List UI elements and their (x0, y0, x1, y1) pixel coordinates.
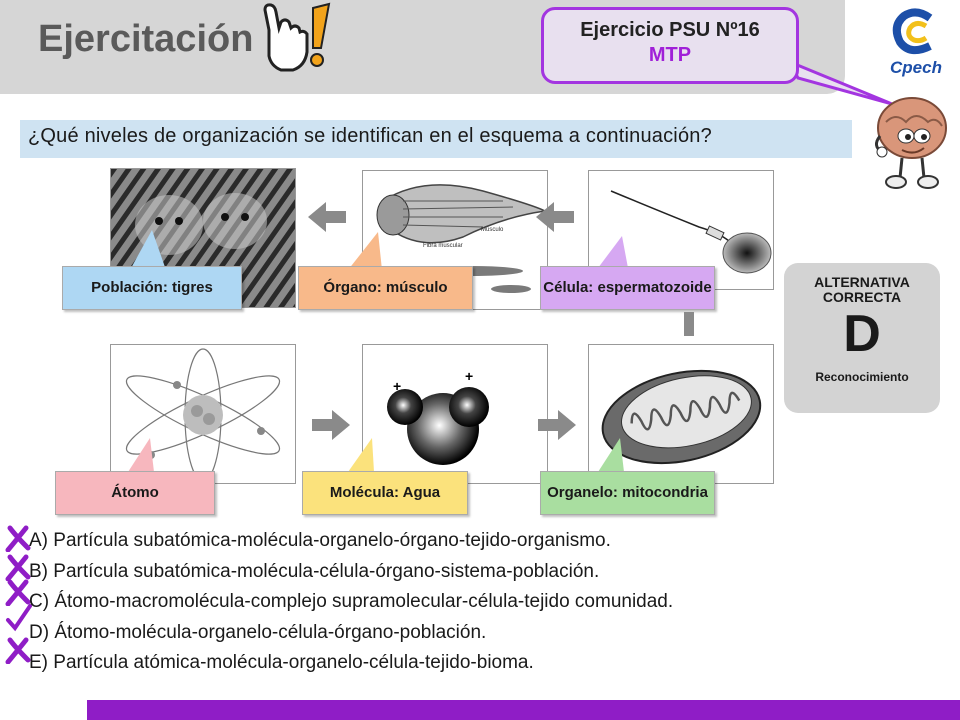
label-population: Población: tigres (62, 266, 242, 310)
option-a[interactable]: A) Partícula subatómica-molécula-organel… (29, 530, 611, 551)
label-tail-sperm (598, 236, 628, 268)
arrow-right-icon (538, 410, 576, 440)
pointing-hand-exclamation-icon (263, 2, 331, 72)
atom-illustration (125, 348, 281, 482)
label-tail-mitochondria (598, 438, 624, 472)
logo-text: Cpech (890, 58, 942, 77)
frame-water: + + (362, 344, 548, 484)
exercise-bubble: Ejercicio PSU Nº16 MTP (541, 7, 799, 84)
sperm-cell-illustration (610, 190, 772, 274)
option-c[interactable]: C) Átomo-macromolécula-complejo supramol… (29, 591, 674, 612)
logo-mark-icon (892, 8, 933, 55)
page-title: Ejercitación (38, 18, 254, 60)
option-b[interactable]: B) Partícula subatómica-molécula-célula-… (29, 560, 600, 582)
exercise-code: MTP (648, 44, 692, 66)
arrow-left-icon (308, 202, 346, 232)
answer-card: ALTERNATIVA CORRECTA D Reconocimiento (784, 263, 940, 413)
label-tail-atom (128, 438, 154, 472)
label-cell: Célula: espermatozoide (540, 266, 715, 310)
options-list: A) Partícula subatómica-molécula-organel… (29, 526, 673, 679)
label-organ: Órgano: músculo (298, 266, 473, 310)
arrow-up-connector (684, 312, 694, 336)
charge-plus: + (393, 378, 401, 394)
option-d[interactable]: D) Átomo-molécula-organelo-célula-órgano… (29, 621, 487, 643)
option-e[interactable]: E) Partícula atómica-molécula-organelo-c… (29, 652, 534, 673)
question-box: ¿Qué niveles de organización se identifi… (20, 120, 852, 158)
label-molecule: Molécula: Agua (302, 471, 468, 515)
wrong-mark-icon (5, 525, 31, 552)
exercise-number: Ejercicio PSU Nº16 (580, 19, 760, 41)
charge-plus: + (465, 368, 473, 384)
label-atom: Átomo (55, 471, 215, 515)
arrow-left-icon (536, 202, 574, 232)
wrong-mark-icon (5, 637, 31, 664)
answer-letter: D (843, 304, 881, 363)
arrow-right-icon (312, 410, 350, 440)
mitochondria-illustration (601, 369, 762, 465)
question-text: ¿Qué niveles de organización se identifi… (28, 125, 712, 147)
label-tail-tigers (130, 230, 166, 270)
answer-skill: Reconocimiento (815, 369, 909, 384)
muscle-tag-1: Músculo (481, 227, 504, 233)
label-tail-water (348, 438, 374, 472)
muscle-tag-2: Fibra muscular (423, 243, 463, 249)
label-tail-muscle (348, 232, 382, 270)
footer-bar (87, 700, 960, 720)
brain-mascot-icon (875, 97, 947, 189)
water-molecule-illustration: + + (387, 368, 489, 465)
answer-heading: ALTERNATIVA CORRECTA (814, 274, 910, 306)
wrong-mark-icon (5, 579, 31, 606)
label-organelle: Organelo: mitocondria (540, 471, 715, 515)
wrong-mark-icon (5, 554, 31, 581)
check-mark-icon (6, 604, 32, 632)
cpech-logo: Cpech (878, 8, 954, 84)
